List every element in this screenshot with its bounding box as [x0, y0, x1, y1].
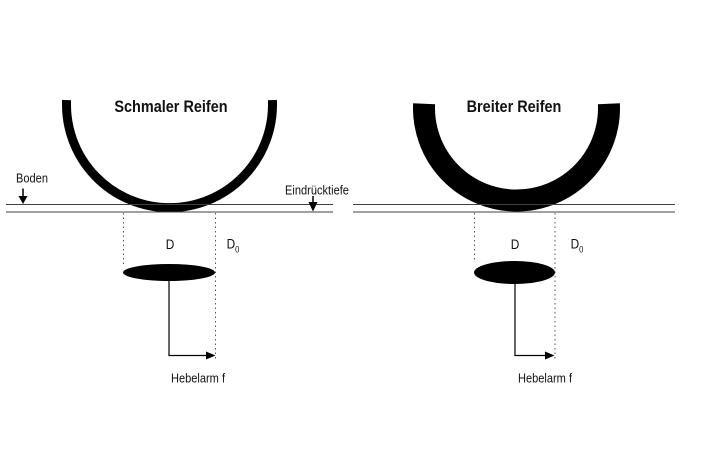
d-label-wide: D [510, 236, 520, 252]
panel-title-narrow: Schmaler Reifen [114, 97, 228, 116]
lever-arm-arrow-wide [514, 284, 555, 360]
depth-pointer-arrow-icon [308, 196, 318, 212]
wide-tire-arc [413, 103, 620, 212]
ground-label: Boden [16, 170, 48, 186]
d0-label-base: D [570, 235, 580, 252]
contact-patch-wide [474, 261, 555, 284]
d0-label-wide: D0 [571, 236, 584, 255]
panel-title-wide: Breiter Reifen [466, 97, 562, 116]
lever-arm-label-narrow: Hebelarm f [170, 370, 226, 386]
depth-label: Eindrücktiefe [285, 182, 349, 198]
ground-pointer-arrow-icon [18, 188, 28, 204]
d0-label-narrow: D0 [227, 236, 240, 255]
d0-label-base: D [226, 235, 236, 252]
lever-arm-label-wide: Hebelarm f [517, 370, 573, 386]
lever-arm-arrow-narrow [168, 281, 216, 360]
d-label-narrow: D [165, 236, 175, 252]
narrow-tire-arc [62, 99, 277, 213]
right-arrowhead-icon [545, 351, 555, 360]
d0-label-subscript: 0 [235, 244, 240, 255]
right-arrowhead-icon [206, 351, 216, 360]
d0-label-subscript: 0 [579, 244, 584, 255]
contact-patch-narrow [123, 264, 215, 281]
